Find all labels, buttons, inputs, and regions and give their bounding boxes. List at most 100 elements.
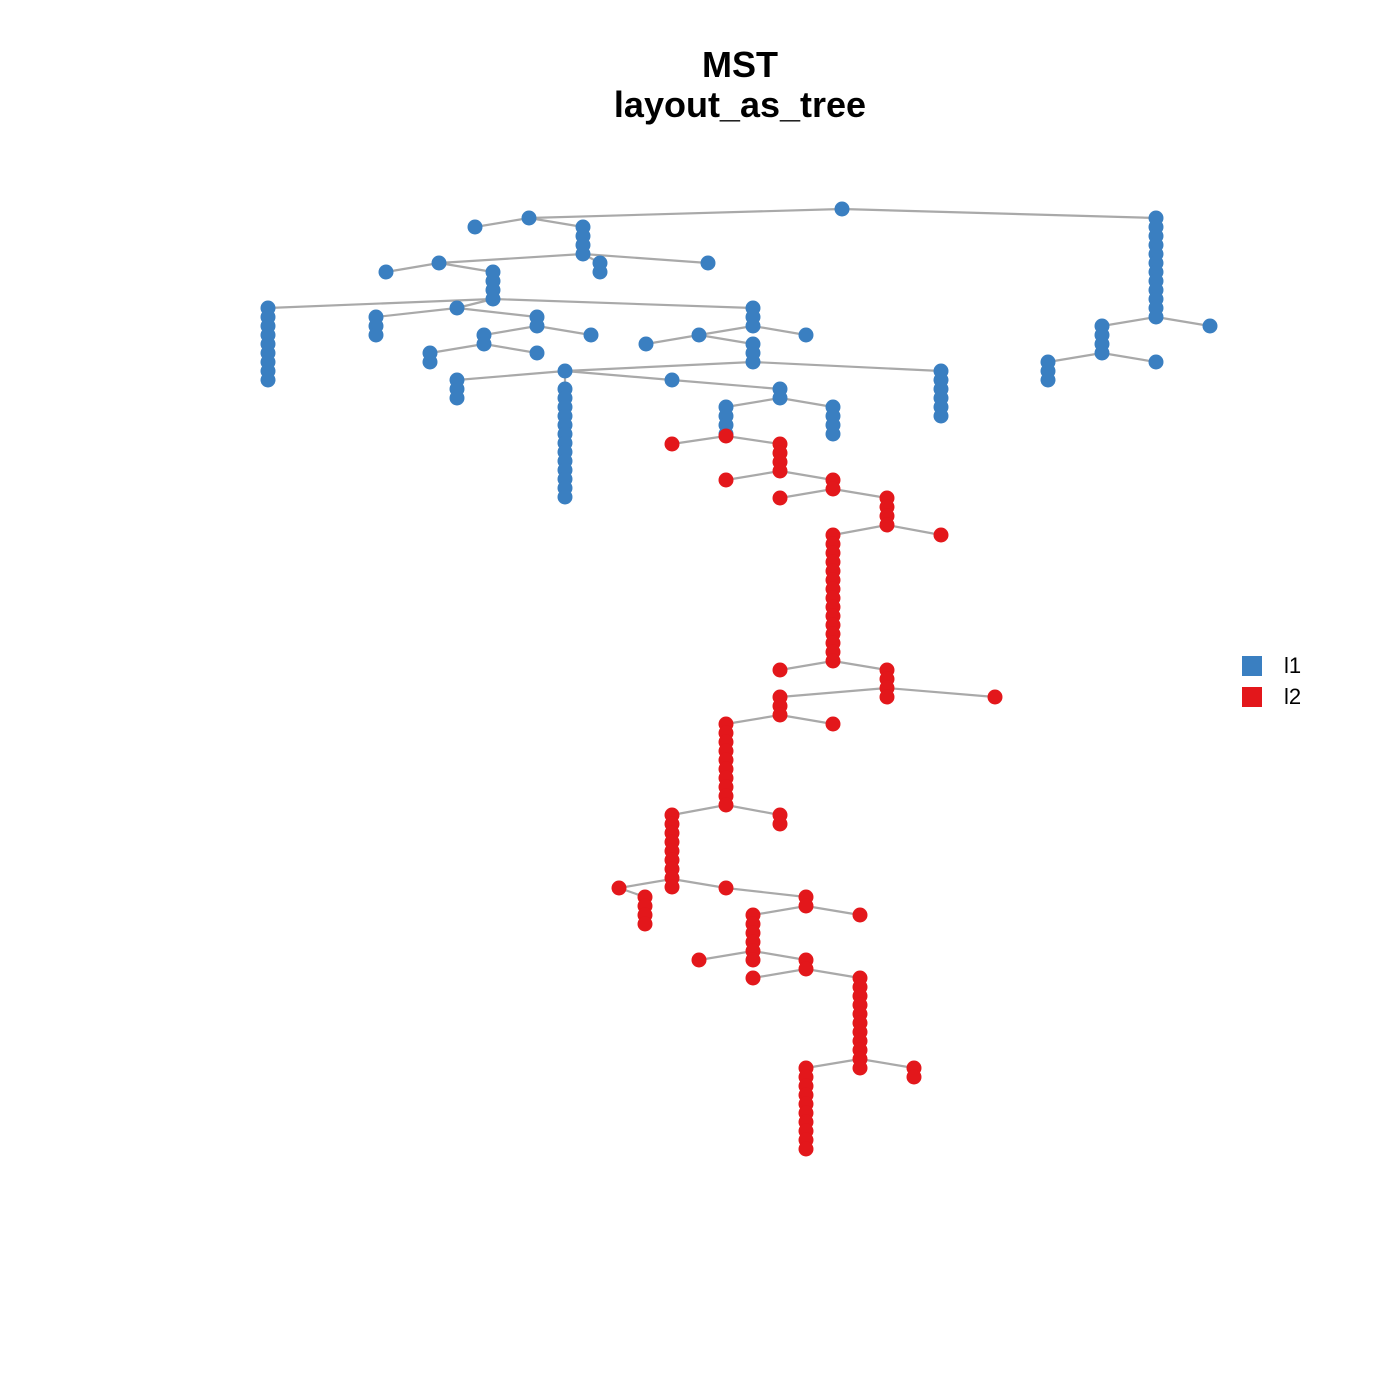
tree-node-l2: [879, 517, 895, 533]
tree-node-l2: [718, 880, 734, 896]
tree-node-l2: [664, 436, 680, 452]
tree-node-l1: [700, 255, 716, 271]
tree-node-l1: [529, 345, 545, 361]
tree-edge: [671, 803, 727, 817]
tree-edge: [1047, 351, 1103, 364]
tree-edge: [671, 378, 781, 391]
tree-edge: [725, 713, 781, 726]
tree-edge: [483, 324, 538, 337]
tree-node-l2: [772, 490, 788, 506]
tree-node-l2: [718, 472, 734, 488]
tree-edge: [779, 469, 834, 482]
tree-edge: [779, 487, 834, 500]
tree-edge: [492, 297, 754, 310]
tree-node-l2: [637, 916, 653, 932]
tree-node-l1: [1202, 318, 1218, 334]
legend-swatch-l1: [1242, 656, 1262, 676]
tree-edge: [725, 469, 781, 482]
tree-edge: [438, 261, 494, 274]
legend-label-l1: l1: [1284, 653, 1301, 678]
tree-node-l2: [798, 1141, 814, 1157]
tree-nodes: [260, 201, 1218, 1157]
tree-node-l2: [772, 707, 788, 723]
tree-edge: [752, 949, 807, 962]
tree-node-l1: [638, 336, 654, 352]
tree-node-l2: [772, 816, 788, 832]
tree-edge: [779, 686, 888, 699]
tree-node-l2: [745, 952, 761, 968]
tree-node-l2: [906, 1069, 922, 1085]
tree-node-l2: [691, 952, 707, 968]
tree-edge: [564, 360, 754, 373]
tree-edge: [752, 324, 807, 337]
tree-node-l2: [825, 481, 841, 497]
tree-node-l2: [825, 716, 841, 732]
tree-edge: [698, 333, 754, 346]
tree-edge: [582, 252, 709, 265]
tree-node-l2: [718, 428, 734, 444]
tree-node-l1: [521, 210, 537, 226]
tree-node-l2: [852, 1060, 868, 1076]
tree-node-l1: [1148, 309, 1164, 325]
tree-edge: [886, 686, 996, 699]
tree-edge: [805, 904, 861, 917]
tree-node-l2: [745, 970, 761, 986]
tree-node-l1: [583, 327, 599, 343]
tree-edge: [752, 904, 807, 917]
tree-edge: [385, 261, 440, 274]
tree-edge: [832, 523, 888, 537]
tree-node-l2: [852, 907, 868, 923]
tree-node-l2: [798, 898, 814, 914]
tree-node-l1: [745, 318, 761, 334]
tree-edge: [474, 216, 530, 229]
tree-edge: [671, 877, 727, 890]
tree-node-l1: [933, 408, 949, 424]
tree-node-l1: [798, 327, 814, 343]
tree-edge: [1101, 351, 1157, 364]
tree-node-l1: [449, 390, 465, 406]
tree-node-l2: [987, 689, 1003, 705]
tree-edge: [1155, 315, 1211, 328]
tree-node-l1: [476, 336, 492, 352]
tree-node-l1: [422, 354, 438, 370]
tree-edge: [528, 216, 584, 229]
tree-edge: [528, 207, 843, 220]
tree-edge: [725, 886, 807, 899]
legend: l1 l2: [1242, 653, 1301, 709]
tree-node-l1: [1148, 354, 1164, 370]
tree-edge: [456, 369, 566, 382]
tree-node-l1: [745, 354, 761, 370]
legend-swatch-l2: [1242, 687, 1262, 707]
tree-edge: [832, 659, 888, 672]
tree-node-l1: [467, 219, 483, 235]
tree-node-l2: [879, 689, 895, 705]
tree-node-l1: [368, 327, 384, 343]
tree-edge: [671, 434, 727, 446]
tree-edge: [438, 252, 584, 265]
tree-node-l2: [718, 797, 734, 813]
tree-node-l1: [1040, 372, 1056, 388]
tree-edge: [483, 342, 538, 355]
tree-edge: [805, 967, 861, 980]
tree-edge: [841, 207, 1157, 220]
tree-node-l1: [485, 291, 501, 307]
tree-edge: [618, 877, 673, 890]
tree-edge: [886, 523, 942, 537]
tree-node-l2: [772, 662, 788, 678]
tree-node-l1: [772, 390, 788, 406]
tree-edge: [832, 487, 888, 500]
tree-node-l1: [529, 318, 545, 334]
tree-node-l1: [557, 489, 573, 505]
tree-node-l1: [260, 372, 276, 388]
tree-edge: [1101, 315, 1157, 328]
tree-node-l1: [664, 372, 680, 388]
tree-node-l2: [933, 527, 949, 543]
tree-edge: [779, 396, 834, 409]
tree-node-l1: [691, 327, 707, 343]
tree-edge: [267, 297, 494, 310]
tree-edge: [564, 369, 673, 382]
tree-edge: [752, 967, 807, 980]
tree-edge: [805, 1057, 861, 1070]
tree-edge: [536, 324, 592, 337]
